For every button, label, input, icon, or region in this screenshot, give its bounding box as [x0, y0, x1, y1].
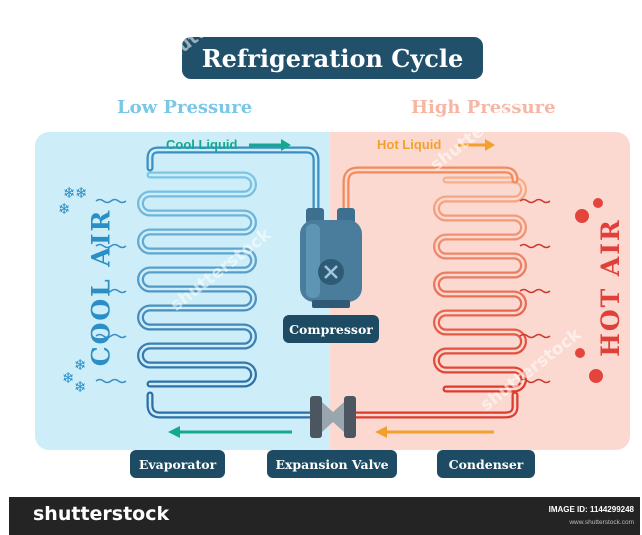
- heat-bubble: [593, 198, 603, 208]
- hot-air-waves: [519, 198, 551, 384]
- air-wave-line: [519, 198, 551, 204]
- high-pressure-label: High Pressure: [411, 97, 556, 118]
- snowflake-icon: ❄: [62, 369, 75, 387]
- low-pressure-label: Low Pressure: [117, 97, 253, 118]
- image-id-text: IMAGE ID: 1144299248: [548, 505, 634, 514]
- footer-bar: shutterstock IMAGE ID: 1144299248 www.sh…: [9, 497, 640, 535]
- heat-bubble: [575, 209, 589, 223]
- air-wave-line: [95, 333, 127, 339]
- coil-tube-highlight: [139, 173, 255, 386]
- heat-bubble: [589, 369, 603, 383]
- compressor-label: Compressor: [283, 315, 379, 343]
- evaporator-bottom-arrow: [168, 426, 292, 438]
- brand-logo: shutterstock: [33, 503, 170, 525]
- heat-bubbles: [575, 198, 603, 383]
- air-wave-line: [95, 378, 127, 384]
- hot-liquid-label: Hot Liquid: [377, 137, 442, 152]
- snowflake-icon: ❄: [74, 378, 87, 396]
- hot-liquid-arrow: [458, 139, 495, 151]
- air-wave-line: [519, 378, 551, 384]
- snowflake-icons: ❄ ❄ ❄ ❄ ❄ ❄: [58, 184, 88, 396]
- air-wave-line: [519, 288, 551, 294]
- condenser-coil: [433, 176, 527, 393]
- compressor-unit: [300, 208, 362, 308]
- cool-air-label: COOL AIR: [86, 208, 116, 367]
- snowflake-icon: ❄: [74, 356, 87, 374]
- evaporator-coil: [137, 171, 257, 388]
- evaporator-label: Evaporator: [130, 450, 225, 478]
- air-wave-line: [95, 198, 127, 204]
- cool-liquid-arrow: [249, 139, 291, 151]
- hot-air-label: HOT AIR: [595, 218, 625, 357]
- air-wave-line: [95, 243, 127, 249]
- condenser-bottom-arrow: [375, 426, 494, 438]
- expansion-valve-unit: [310, 396, 356, 438]
- cool-liquid-label: Cool Liquid: [166, 137, 238, 152]
- snowflake-icon: ❄: [58, 200, 71, 218]
- page-title: Refrigeration Cycle: [182, 37, 483, 79]
- snowflake-icon: ❄: [63, 184, 76, 202]
- diagram-canvas: ❄ ❄ ❄ ❄ ❄ ❄: [35, 132, 630, 450]
- snowflake-icon: ❄: [75, 184, 88, 202]
- condenser-label: Condenser: [437, 450, 535, 478]
- air-wave-line: [95, 288, 127, 294]
- air-wave-line: [519, 333, 551, 339]
- cool-air-waves: [95, 198, 127, 384]
- heat-bubble: [575, 348, 585, 358]
- site-url-text: www.shutterstock.com: [569, 519, 634, 526]
- expansion-valve-label: Expansion Valve: [267, 450, 397, 478]
- air-wave-line: [519, 243, 551, 249]
- coil-tube-highlight: [435, 178, 525, 391]
